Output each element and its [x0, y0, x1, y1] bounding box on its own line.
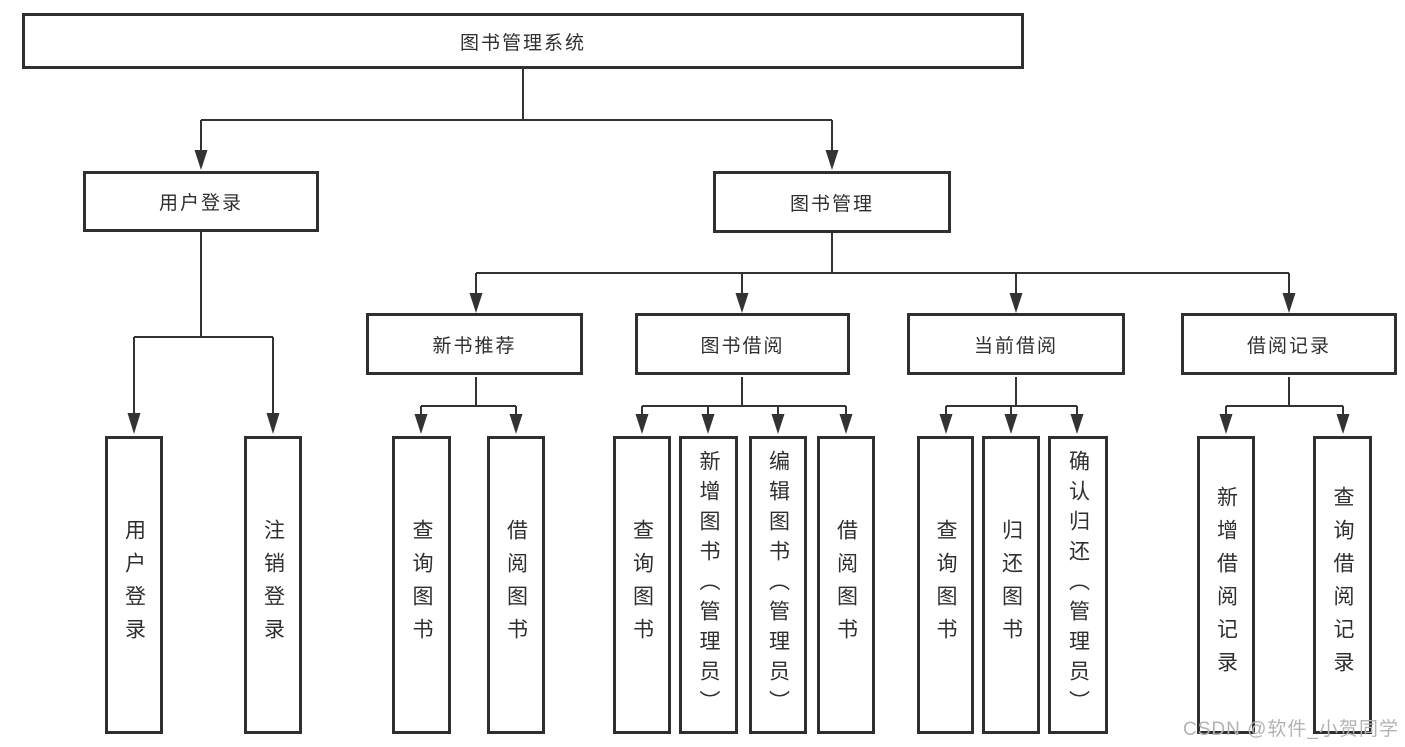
leaf-user-login-label: 用户登录 — [122, 519, 146, 651]
node-book-management-label: 图书管理 — [789, 193, 874, 215]
node-current-borrow-label: 当前借阅 — [973, 335, 1058, 357]
leaf-new-borrow-books-label: 借阅图书 — [504, 519, 528, 651]
node-user-login: 用户登录 — [83, 171, 319, 232]
node-book-borrow-label: 图书借阅 — [700, 335, 785, 357]
leaf-records-query-record: 查询借阅记录 — [1313, 436, 1372, 734]
node-new-book-recommend: 新书推荐 — [366, 313, 583, 375]
node-book-management: 图书管理 — [713, 171, 951, 233]
leaf-current-query-books-label: 查询图书 — [934, 519, 957, 651]
leaf-borrow-query-books-label: 查询图书 — [630, 519, 654, 651]
root-node-label: 图书管理系统 — [459, 32, 586, 54]
leaf-borrow-add-books-admin: 新增图书（管理员） — [679, 436, 738, 734]
csdn-watermark: CSDN @软件_小贺同学 — [1183, 719, 1399, 740]
leaf-user-login: 用户登录 — [105, 436, 163, 734]
leaf-borrow-borrow-books: 借阅图书 — [817, 436, 875, 734]
leaf-current-return-books-label: 归还图书 — [999, 519, 1023, 651]
leaf-current-confirm-return-admin: 确认归还（管理员） — [1048, 436, 1108, 734]
node-book-borrow: 图书借阅 — [635, 313, 850, 375]
leaf-records-add-record-label: 新增借阅记录 — [1214, 486, 1238, 684]
node-borrow-records-label: 借阅记录 — [1246, 335, 1331, 357]
arrowhead-icons — [127, 150, 1350, 434]
root-node: 图书管理系统 — [22, 13, 1024, 69]
node-user-login-label: 用户登录 — [158, 193, 243, 214]
leaf-current-confirm-return-admin-label: 确认归还（管理员） — [1066, 450, 1090, 720]
leaf-records-add-record: 新增借阅记录 — [1197, 436, 1255, 734]
leaf-logout-label: 注销登录 — [261, 519, 285, 651]
leaf-borrow-query-books: 查询图书 — [613, 436, 671, 734]
leaf-borrow-edit-books-admin: 编辑图书（管理员） — [749, 436, 807, 734]
leaf-current-query-books: 查询图书 — [917, 436, 974, 734]
leaf-new-borrow-books: 借阅图书 — [487, 436, 545, 734]
node-current-borrow: 当前借阅 — [907, 313, 1125, 375]
leaf-records-query-record-label: 查询借阅记录 — [1331, 486, 1354, 684]
leaf-borrow-add-books-admin-label: 新增图书（管理员） — [697, 450, 720, 720]
node-new-book-recommend-label: 新书推荐 — [432, 335, 517, 357]
leaf-current-return-books: 归还图书 — [982, 436, 1040, 734]
leaf-borrow-edit-books-admin-label: 编辑图书（管理员） — [766, 450, 790, 720]
node-borrow-records: 借阅记录 — [1181, 313, 1397, 375]
leaf-new-query-books: 查询图书 — [392, 436, 451, 734]
leaf-borrow-borrow-books-label: 借阅图书 — [834, 519, 858, 651]
leaf-logout: 注销登录 — [244, 436, 302, 734]
leaf-new-query-books-label: 查询图书 — [410, 519, 433, 651]
